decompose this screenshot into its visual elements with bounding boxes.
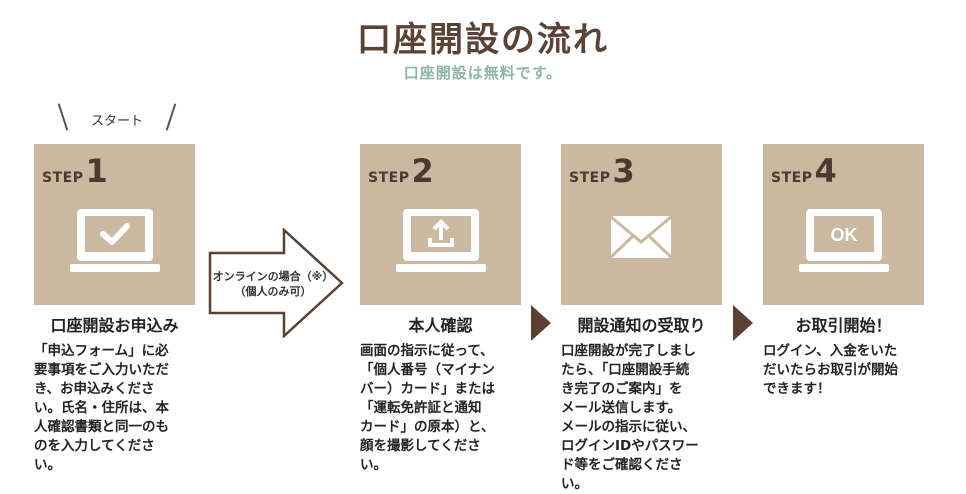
step-number: 1: [85, 152, 108, 190]
description-line: 顔を撮影してくださ: [360, 438, 481, 454]
step-4-box: STEP4 OK: [763, 144, 924, 305]
step-3-heading: 開設通知の受取り: [577, 316, 706, 335]
description-line: い。: [561, 476, 588, 492]
laptop-check-icon: [70, 209, 160, 272]
page-subtitle: 口座開設は無料です。: [403, 64, 563, 82]
online-arrow: [208, 228, 344, 338]
description-line: い。: [34, 457, 61, 473]
description-line: メールの指示に従い、: [561, 419, 696, 435]
step-number: 3: [612, 152, 635, 190]
description-line: 人確認書類と同一のも: [34, 419, 169, 435]
ok-text: OK: [831, 225, 858, 245]
description-line: 「個人番号（マイナン: [360, 362, 495, 378]
start-label: スタート: [90, 114, 143, 129]
laptop-upload-icon: [396, 209, 486, 272]
laptop-ok-icon: OK: [799, 209, 889, 272]
online-arrow-text: オンラインの場合（※） （個人のみ可）: [208, 269, 338, 299]
step-word: STEP: [569, 170, 611, 186]
step-3-description: 口座開設が完了しまし たら、「口座開設手続 き完了のご案内」を メール送信します…: [561, 342, 713, 494]
description-line: できます！: [763, 381, 831, 397]
step-2-description: 画面の指示に従って、 「個人番号（マイナン バー）カード」または 「運転免許証と…: [360, 342, 512, 475]
step-number: 4: [814, 152, 837, 190]
step-1-box: STEP1: [34, 144, 195, 305]
description-line: カード」の原本）と、: [360, 419, 495, 435]
description-line: き、お申込みくださ: [34, 381, 155, 397]
description-line: ログインIDやパスワー: [561, 438, 699, 454]
step-4-heading: お取引開始！: [795, 316, 892, 335]
step-1-description: 「申込フォーム」に必 要事項をご入力いただ き、お申込みくださ い。氏名・住所は…: [34, 342, 186, 475]
description-line: 要事項をご入力いただ: [34, 362, 169, 378]
description-line: ド等をご確認くださ: [561, 457, 683, 473]
step-1-label: STEP1: [42, 152, 108, 190]
start-marker: スタート: [52, 103, 182, 133]
next-arrow-2-3: [531, 305, 551, 341]
description-line: 「申込フォーム」に必: [34, 343, 169, 359]
description-line: バー）カード」または: [360, 381, 495, 397]
description-line: メール送信します。: [561, 400, 682, 416]
step-2-heading: 本人確認: [408, 316, 473, 335]
description-line: き完了のご案内」を: [561, 381, 683, 397]
description-line: 口座開設が完了しまし: [561, 343, 696, 359]
step-3-label: STEP3: [569, 152, 635, 190]
step-word: STEP: [42, 170, 84, 186]
online-arrow-line-2: （個人のみ可）: [234, 285, 312, 298]
online-arrow-line-1: オンラインの場合（※）: [212, 270, 334, 283]
step-word: STEP: [771, 170, 813, 186]
step-word: STEP: [368, 170, 410, 186]
envelope-icon: [609, 215, 673, 259]
description-line: い。: [360, 457, 387, 473]
description-line: 画面の指示に従って、: [360, 343, 494, 359]
description-line: ログイン、入金をいた: [763, 343, 898, 359]
description-line: たら、「口座開設手続: [561, 362, 690, 378]
page-title: 口座開設の流れ: [357, 20, 609, 60]
description-line: い。氏名・住所は、本: [34, 400, 169, 416]
step-3-box: STEP3: [561, 144, 722, 305]
description-line: のを入力してくださ: [34, 438, 155, 454]
step-4-description: ログイン、入金をいた だいたらお取引が開始 できます！: [763, 342, 915, 399]
step-number: 2: [411, 152, 434, 190]
step-1-heading: 口座開設お申込み: [50, 316, 179, 335]
description-line: だいたらお取引が開始: [763, 362, 898, 378]
description-line: 「運転免許証と通知: [360, 400, 482, 416]
next-arrow-3-4: [733, 305, 753, 341]
step-2-label: STEP2: [368, 152, 434, 190]
step-4-label: STEP4: [771, 152, 837, 190]
step-2-box: STEP2: [360, 144, 521, 305]
